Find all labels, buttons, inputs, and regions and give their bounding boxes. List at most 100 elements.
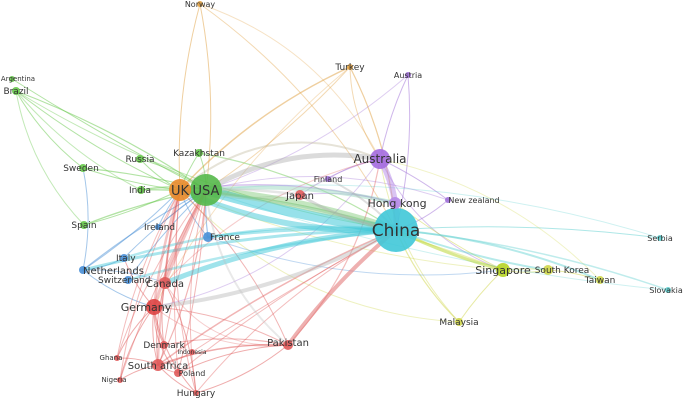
node-canada	[159, 277, 171, 289]
edge-brazil-sweden	[15, 90, 84, 169]
edge-uk-norway	[178, 3, 201, 191]
label-ireland: Ireland	[144, 223, 175, 233]
edge-usa-poland	[177, 189, 207, 374]
node-denmark	[160, 341, 168, 349]
node-hongkong	[389, 197, 401, 209]
edge-canada-hungary	[164, 282, 197, 394]
label-uk: UK	[171, 184, 190, 199]
edge-usa-ghana	[116, 189, 207, 359]
label-nigeria: Nigeria	[101, 376, 126, 384]
edge-usa-norway	[199, 3, 212, 191]
edge-china-kazakhstan	[198, 152, 397, 231]
edge-china-taiwan	[395, 229, 601, 281]
label-russia: Russia	[126, 155, 155, 165]
label-germany: Germany	[121, 301, 172, 314]
edge-china-canada	[162, 227, 399, 286]
edge-pakistan-germany	[153, 306, 289, 346]
edge-china-serbia	[395, 226, 661, 239]
node-turkey	[347, 64, 353, 70]
node-indonesia	[189, 349, 195, 355]
label-turkey: Turkey	[334, 63, 365, 73]
label-taiwan: Taiwan	[584, 276, 616, 286]
edge-australia-taiwan	[379, 158, 601, 281]
edge-usa-brazil	[15, 90, 207, 191]
node-russia	[136, 155, 144, 163]
edge-australia-austria	[379, 74, 409, 160]
edge-usa-china	[202, 186, 400, 234]
edge-usa-pakistan	[205, 189, 289, 346]
label-australia: Australia	[353, 152, 406, 166]
edge-canada-netherlands	[82, 269, 166, 284]
label-indonesia: Indonesia	[177, 349, 206, 356]
node-netherlands	[79, 266, 87, 274]
label-hungary: Hungary	[177, 389, 216, 399]
edge-norway-australia	[199, 3, 381, 160]
node-hungary	[193, 390, 199, 396]
label-kazakhstan: Kazakhstan	[173, 149, 225, 159]
edge-usa-nigeria	[119, 189, 207, 381]
edge-layer-thick	[81, 152, 669, 366]
edge-uk-nigeria	[119, 189, 181, 381]
edge-brazil-india	[15, 90, 142, 191]
edge-china-indonesia	[191, 229, 397, 353]
edge-china-hungary	[195, 229, 397, 394]
edge-china-norway	[199, 3, 397, 231]
label-singapore: Singapore	[475, 264, 531, 277]
edge-china-france	[206, 227, 398, 239]
node-norway	[197, 1, 203, 7]
label-southafrica: South africa	[128, 361, 188, 372]
edge-usa-netherlands	[82, 189, 207, 271]
edge-usa-hungary	[189, 189, 207, 394]
edge-canada-southafrica	[156, 282, 166, 366]
edge-uk-hungary	[175, 189, 197, 394]
label-malaysia: Malaysia	[439, 318, 478, 328]
label-switzerland: Switzerland	[98, 276, 151, 286]
node-nigeria	[117, 377, 123, 383]
label-sweden: Sweden	[63, 164, 99, 174]
edge-china-italy	[122, 225, 398, 260]
edge-uk-germany	[152, 188, 182, 309]
edge-pakistan-denmark	[163, 338, 289, 346]
edge-china-southafrica	[157, 229, 397, 366]
node-usa	[190, 174, 222, 206]
label-canada: Canada	[146, 279, 184, 290]
edge-germany-pakistan	[153, 306, 289, 347]
node-southafrica	[152, 359, 164, 371]
edge-usa-turkey	[205, 66, 351, 191]
edge-uk-brazil	[15, 90, 181, 191]
edge-germany-hungary	[153, 306, 197, 394]
edge-usa-austria	[205, 74, 409, 191]
label-newzealand: New zealand	[448, 196, 499, 205]
label-italy: Italy	[116, 254, 136, 264]
label-india: India	[129, 186, 151, 196]
node-taiwan	[596, 276, 604, 284]
node-ireland	[155, 224, 161, 230]
node-kazakhstan	[195, 149, 203, 157]
node-brazil	[12, 87, 20, 95]
node-newzealand	[445, 197, 451, 203]
edge-turkey-germany	[153, 66, 351, 308]
label-slovakia: Slovakia	[649, 286, 683, 295]
label-denmark: Denmark	[143, 341, 185, 351]
label-usa: USA	[193, 184, 220, 199]
label-austria: Austria	[394, 71, 422, 80]
node-austria	[405, 72, 411, 78]
label-france: France	[210, 233, 240, 243]
node-italy	[120, 254, 128, 262]
label-brazil: Brazil	[3, 87, 28, 97]
node-slovakia	[665, 287, 671, 293]
edge-uk-malaysia	[179, 189, 460, 323]
node-sweden	[79, 164, 87, 172]
label-southkorea: South Korea	[535, 266, 590, 276]
edge-china-slovakia	[395, 229, 669, 291]
edge-usa-denmark	[163, 189, 207, 346]
node-argentina	[9, 76, 15, 82]
edge-china-poland	[177, 229, 397, 374]
label-norway: Norway	[185, 0, 216, 9]
edge-pakistan-poland	[177, 344, 289, 374]
node-germany	[146, 299, 162, 315]
edge-uk-turkey	[179, 66, 351, 191]
